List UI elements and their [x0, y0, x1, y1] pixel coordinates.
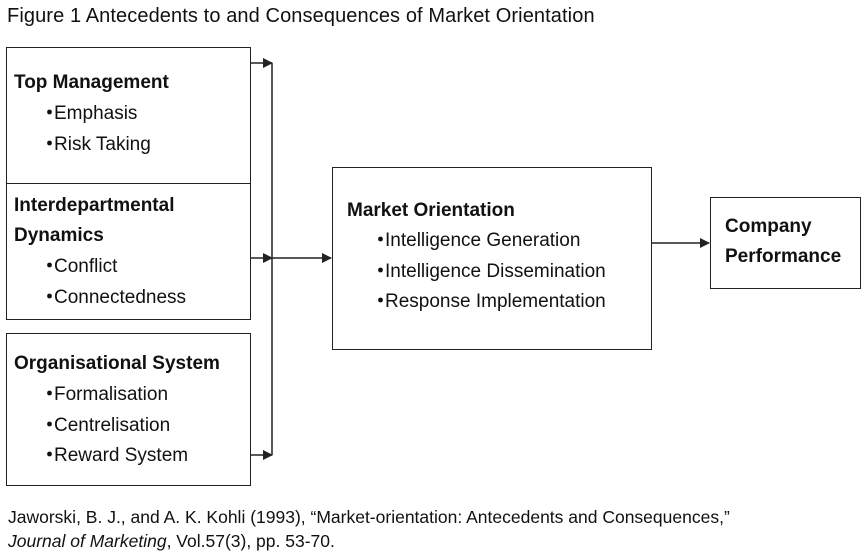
- organisational-system-box: Organisational System ・Formalisation ・Ce…: [6, 333, 251, 486]
- top-management-items: ・Emphasis ・Risk Taking: [40, 99, 151, 160]
- list-item: ・Intelligence Dissemination: [371, 257, 606, 288]
- list-item: ・Response Implementation: [371, 287, 606, 318]
- list-item: ・Reward System: [40, 441, 188, 472]
- interdepartmental-dynamics-heading: Interdepartmental Dynamics: [14, 195, 175, 246]
- journal-name: Journal of Marketing: [8, 531, 167, 551]
- figure-title: Figure 1 Antecedents to and Consequences…: [7, 5, 595, 27]
- market-orientation-heading: Market Orientation: [347, 200, 515, 221]
- citation-line-1: Jaworski, B. J., and A. K. Kohli (1993),…: [8, 507, 730, 527]
- company-performance-box: Company Performance: [710, 197, 861, 289]
- top-management-box: Top Management ・Emphasis ・Risk Taking: [6, 47, 251, 185]
- list-item: ・Conflict: [40, 252, 186, 283]
- top-management-heading: Top Management: [14, 72, 169, 93]
- interdepartmental-dynamics-items: ・Conflict ・Connectedness: [40, 252, 186, 313]
- organisational-system-heading: Organisational System: [14, 353, 220, 374]
- list-item: ・Connectedness: [40, 283, 186, 314]
- interdepartmental-dynamics-box: Interdepartmental Dynamics ・Conflict ・Co…: [6, 183, 251, 320]
- list-item: ・Intelligence Generation: [371, 226, 606, 257]
- list-item: ・Risk Taking: [40, 130, 151, 161]
- market-orientation-items: ・Intelligence Generation ・Intelligence D…: [371, 226, 606, 318]
- company-performance-heading: Company Performance: [725, 216, 842, 267]
- list-item: ・Formalisation: [40, 380, 188, 411]
- market-orientation-box: Market Orientation ・Intelligence Generat…: [332, 167, 652, 350]
- citation: Jaworski, B. J., and A. K. Kohli (1993),…: [8, 505, 730, 553]
- organisational-system-items: ・Formalisation ・Centrelisation ・Reward S…: [40, 380, 188, 472]
- citation-line-2: Journal of Marketing, Vol.57(3), pp. 53-…: [8, 531, 335, 551]
- list-item: ・Emphasis: [40, 99, 151, 130]
- list-item: ・Centrelisation: [40, 411, 188, 442]
